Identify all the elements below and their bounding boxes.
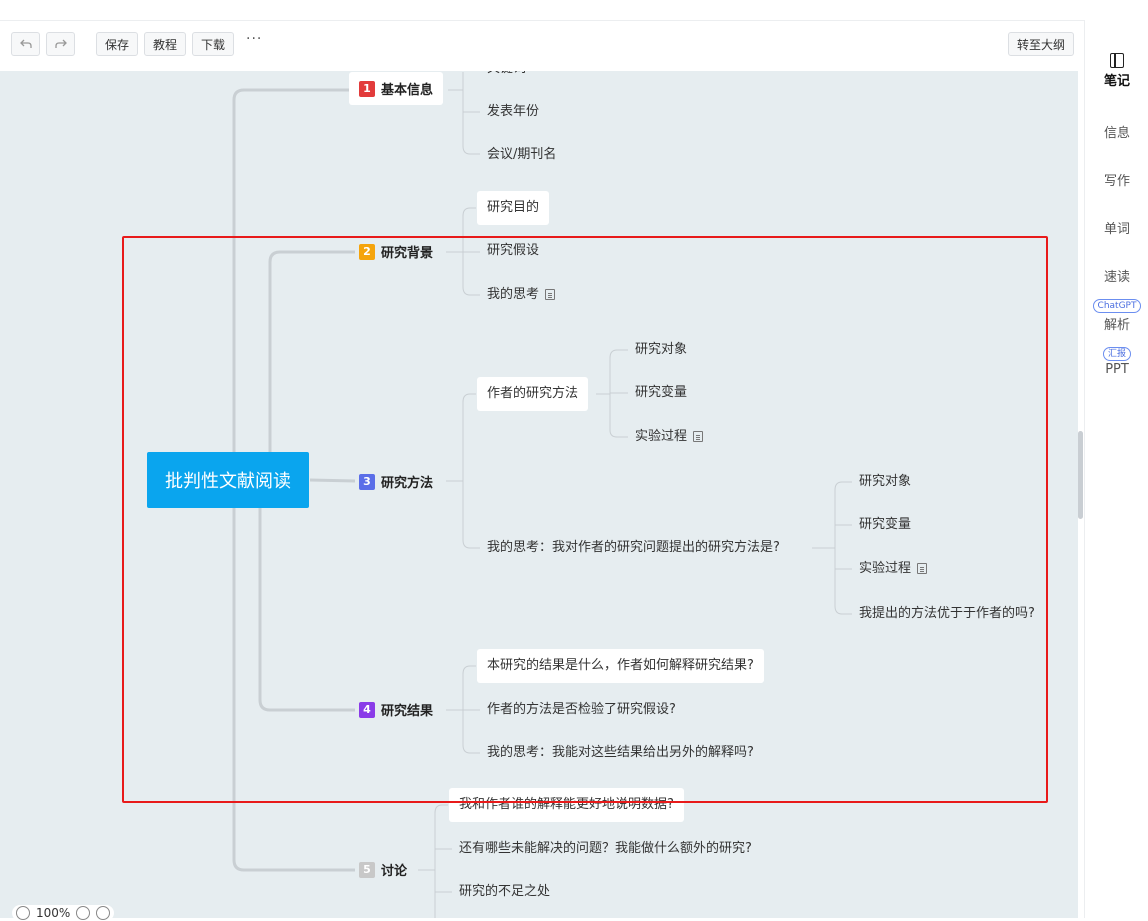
chatgpt-tag: ChatGPT — [1092, 299, 1142, 313]
node-venue-name[interactable]: 会议/期刊名 — [487, 147, 557, 162]
report-tag: 汇报 — [1102, 347, 1131, 361]
note-icon[interactable] — [917, 563, 928, 574]
node-keywords[interactable]: 关键词 — [487, 71, 526, 79]
node-publish-year[interactable]: 发表年份 — [487, 104, 540, 119]
tutorial-button[interactable]: 教程 — [144, 32, 186, 56]
branch-discussion[interactable]: 5 讨论 — [359, 860, 407, 879]
zoom-level: 100% — [36, 906, 71, 920]
top-strip — [0, 0, 1148, 21]
branch-title: 基本信息 — [381, 83, 434, 98]
sidebar-item-label: PPT — [1105, 362, 1129, 377]
node-unresolved-questions[interactable]: 还有哪些未能解决的问题？我能做什么额外的研究? — [459, 841, 752, 856]
node-better-explanation[interactable]: 我和作者谁的解释能更好地说明数据? — [449, 788, 684, 822]
redo-button[interactable] — [46, 32, 75, 56]
node-label: 我的思考 — [487, 287, 540, 302]
node-alternative-explanation[interactable]: 我的思考：我能对这些结果给出另外的解释吗? — [487, 745, 754, 760]
node-limitations[interactable]: 研究的不足之处 — [459, 884, 551, 899]
branch-research-background[interactable]: 2 研究背景 — [359, 242, 433, 261]
node-research-purpose[interactable]: 研究目的 — [477, 191, 550, 225]
node-experiment-process[interactable]: 实验过程 — [635, 427, 704, 447]
branch-number-badge: 4 — [359, 701, 375, 718]
note-icon[interactable] — [545, 289, 556, 300]
branch-number-badge: 3 — [359, 473, 375, 490]
branch-title: 讨论 — [381, 864, 408, 879]
sidebar-item-speed-read[interactable]: 速读 — [1103, 270, 1130, 285]
node-research-hypothesis[interactable]: 研究假设 — [487, 243, 540, 258]
node-experiment-process-2[interactable]: 实验过程 — [859, 559, 928, 579]
node-research-variable[interactable]: 研究变量 — [635, 385, 688, 400]
node-research-subject-2[interactable]: 研究对象 — [859, 474, 912, 489]
node-label: 实验过程 — [859, 561, 912, 576]
more-button[interactable]: ··· — [246, 31, 263, 47]
node-my-method-thoughts[interactable]: 我的思考：我对作者的研究问题提出的研究方法是? — [487, 540, 780, 555]
undo-icon — [19, 39, 32, 48]
sidebar-item-words[interactable]: 单词 — [1103, 222, 1130, 237]
node-research-subject[interactable]: 研究对象 — [635, 342, 688, 357]
notebook-icon — [1110, 53, 1124, 68]
right-sidebar: 笔记 信息 写作 单词 速读 ChatGPT 解析 汇报 PPT — [1084, 20, 1148, 918]
root-node[interactable]: 批判性文献阅读 — [147, 452, 309, 508]
node-hypothesis-tested[interactable]: 作者的方法是否检验了研究假设? — [487, 702, 676, 717]
sidebar-item-info[interactable]: 信息 — [1103, 126, 1130, 141]
sidebar-item-writing[interactable]: 写作 — [1103, 174, 1130, 189]
undo-button[interactable] — [11, 32, 40, 56]
node-author-method[interactable]: 作者的研究方法 — [477, 377, 589, 411]
branch-title: 研究方法 — [381, 476, 434, 491]
note-icon[interactable] — [693, 431, 704, 442]
branch-title: 研究结果 — [381, 704, 434, 719]
save-button[interactable]: 保存 — [96, 32, 138, 56]
branch-basic-info[interactable]: 1 基本信息 — [349, 72, 444, 105]
zoom-control[interactable]: 100% — [12, 905, 115, 921]
download-button[interactable]: 下载 — [192, 32, 234, 56]
sidebar-item-chatgpt-analysis[interactable]: ChatGPT 解析 — [1085, 297, 1148, 333]
branch-title: 研究背景 — [381, 246, 434, 261]
node-research-variable-2[interactable]: 研究变量 — [859, 517, 912, 532]
branch-research-method[interactable]: 3 研究方法 — [359, 472, 433, 491]
node-results-explanation[interactable]: 本研究的结果是什么，作者如何解释研究结果? — [477, 649, 764, 683]
branch-research-results[interactable]: 4 研究结果 — [359, 700, 433, 719]
redo-icon — [54, 39, 67, 48]
sidebar-item-notes[interactable]: 笔记 — [1085, 50, 1148, 89]
connector-lines — [232, 72, 852, 918]
node-my-thoughts[interactable]: 我的思考 — [487, 285, 556, 305]
outline-button[interactable]: 转至大纲 — [1008, 32, 1074, 56]
node-label: 实验过程 — [635, 429, 688, 444]
toolbar: 保存 教程 下载 ··· 转至大纲 — [0, 21, 1084, 71]
branch-number-badge: 5 — [359, 861, 375, 878]
branch-number-badge: 2 — [359, 243, 375, 260]
highlight-rectangle — [122, 236, 1048, 803]
sidebar-item-label: 解析 — [1103, 318, 1130, 333]
node-my-method-better[interactable]: 我提出的方法优于于作者的吗? — [859, 606, 1035, 621]
sidebar-item-report-ppt[interactable]: 汇报 PPT — [1085, 345, 1148, 377]
vertical-scrollbar[interactable] — [1078, 431, 1083, 519]
branch-number-badge: 1 — [359, 80, 375, 97]
sidebar-item-label: 笔记 — [1103, 74, 1130, 89]
